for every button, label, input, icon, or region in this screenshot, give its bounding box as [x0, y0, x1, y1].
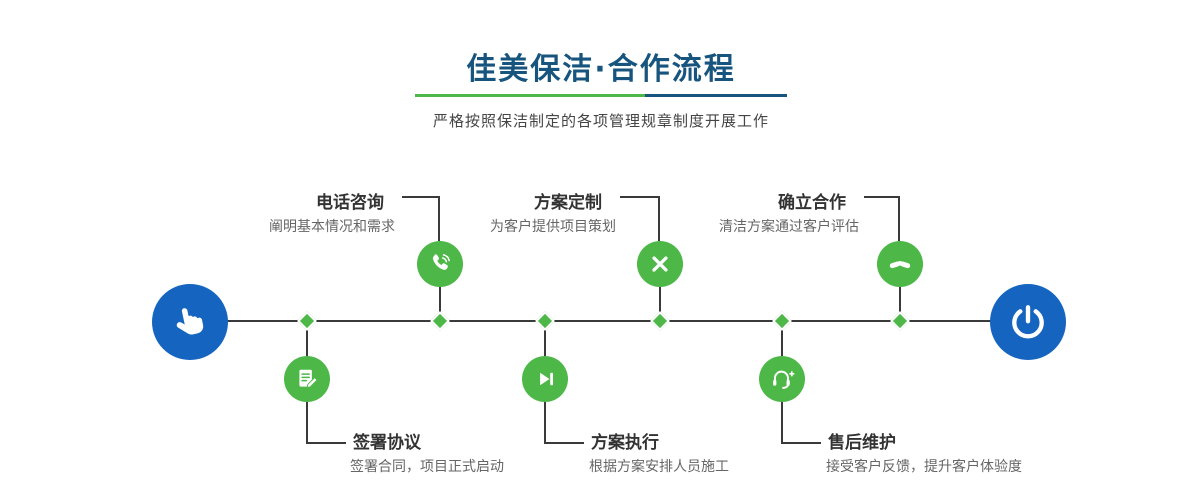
connector-line: [306, 442, 346, 444]
stem-line: [899, 287, 901, 321]
connector-line: [620, 196, 660, 198]
page-subtitle: 严格按照保洁制定的各项管理规章制度开展工作: [432, 112, 769, 130]
step-title-plan-custom: 方案定制: [534, 193, 602, 213]
timeline-node-diamond: [772, 311, 792, 331]
step-circle-handshake: [877, 241, 923, 287]
step-title-aftersales: 售后维护: [828, 433, 896, 453]
step-desc-aftersales: 接受客户反馈，提升客户体验度: [826, 459, 1022, 475]
stem-line: [439, 287, 441, 321]
timeline-line: [190, 320, 1028, 322]
step-title-sign-agreement: 签署协议: [353, 433, 421, 453]
connector-line: [781, 442, 821, 444]
title-underline: [415, 94, 787, 97]
timeline-node-diamond: [890, 311, 910, 331]
step-desc-plan-execute: 根据方案安排人员施工: [589, 459, 729, 475]
stem-line: [306, 322, 308, 356]
connector-line: [438, 196, 440, 241]
underline-green-segment: [415, 94, 645, 97]
connector-line: [658, 196, 660, 241]
page-title: 佳美保洁·合作流程: [466, 52, 736, 87]
connector-line: [544, 442, 584, 444]
step-desc-phone-consult: 阐明基本情况和需求: [269, 219, 395, 235]
step-circle-aftersales: [759, 356, 805, 402]
timeline-start-circle: [152, 284, 228, 360]
step-title-plan-execute: 方案执行: [591, 433, 659, 453]
step-desc-cooperate: 清洁方案通过客户评估: [719, 219, 859, 235]
timeline-node-diamond: [535, 311, 555, 331]
connector-line: [544, 402, 546, 444]
step-circle-contract: [284, 356, 330, 402]
step-circle-design: [637, 241, 683, 287]
underline-blue-segment: [645, 94, 787, 97]
handshake-icon: [887, 251, 913, 277]
stem-line: [781, 322, 783, 356]
contract-sign-icon: [294, 366, 320, 392]
design-pencil-icon: [647, 251, 673, 277]
hand-pointer-icon: [170, 302, 210, 342]
step-desc-sign-agreement: 签署合同，项目正式启动: [350, 459, 504, 475]
connector-line: [781, 402, 783, 444]
power-icon: [1008, 302, 1048, 342]
timeline-node-diamond: [297, 311, 317, 331]
step-title-phone-consult: 电话咨询: [316, 193, 384, 213]
connector-line: [306, 402, 308, 444]
connector-line: [402, 196, 440, 198]
stem-line: [659, 287, 661, 321]
step-circle-execute: [522, 356, 568, 402]
connector-line: [864, 196, 900, 198]
timeline-node-diamond: [650, 311, 670, 331]
phone-icon: [427, 251, 453, 277]
stem-line: [544, 322, 546, 356]
play-icon: [532, 366, 558, 392]
step-desc-plan-custom: 为客户提供项目策划: [490, 219, 616, 235]
connector-line: [898, 196, 900, 241]
timeline-end-circle: [990, 284, 1066, 360]
headset-service-icon: [769, 366, 795, 392]
timeline-node-diamond: [430, 311, 450, 331]
step-circle-phone: [417, 241, 463, 287]
step-title-cooperate: 确立合作: [778, 193, 846, 213]
